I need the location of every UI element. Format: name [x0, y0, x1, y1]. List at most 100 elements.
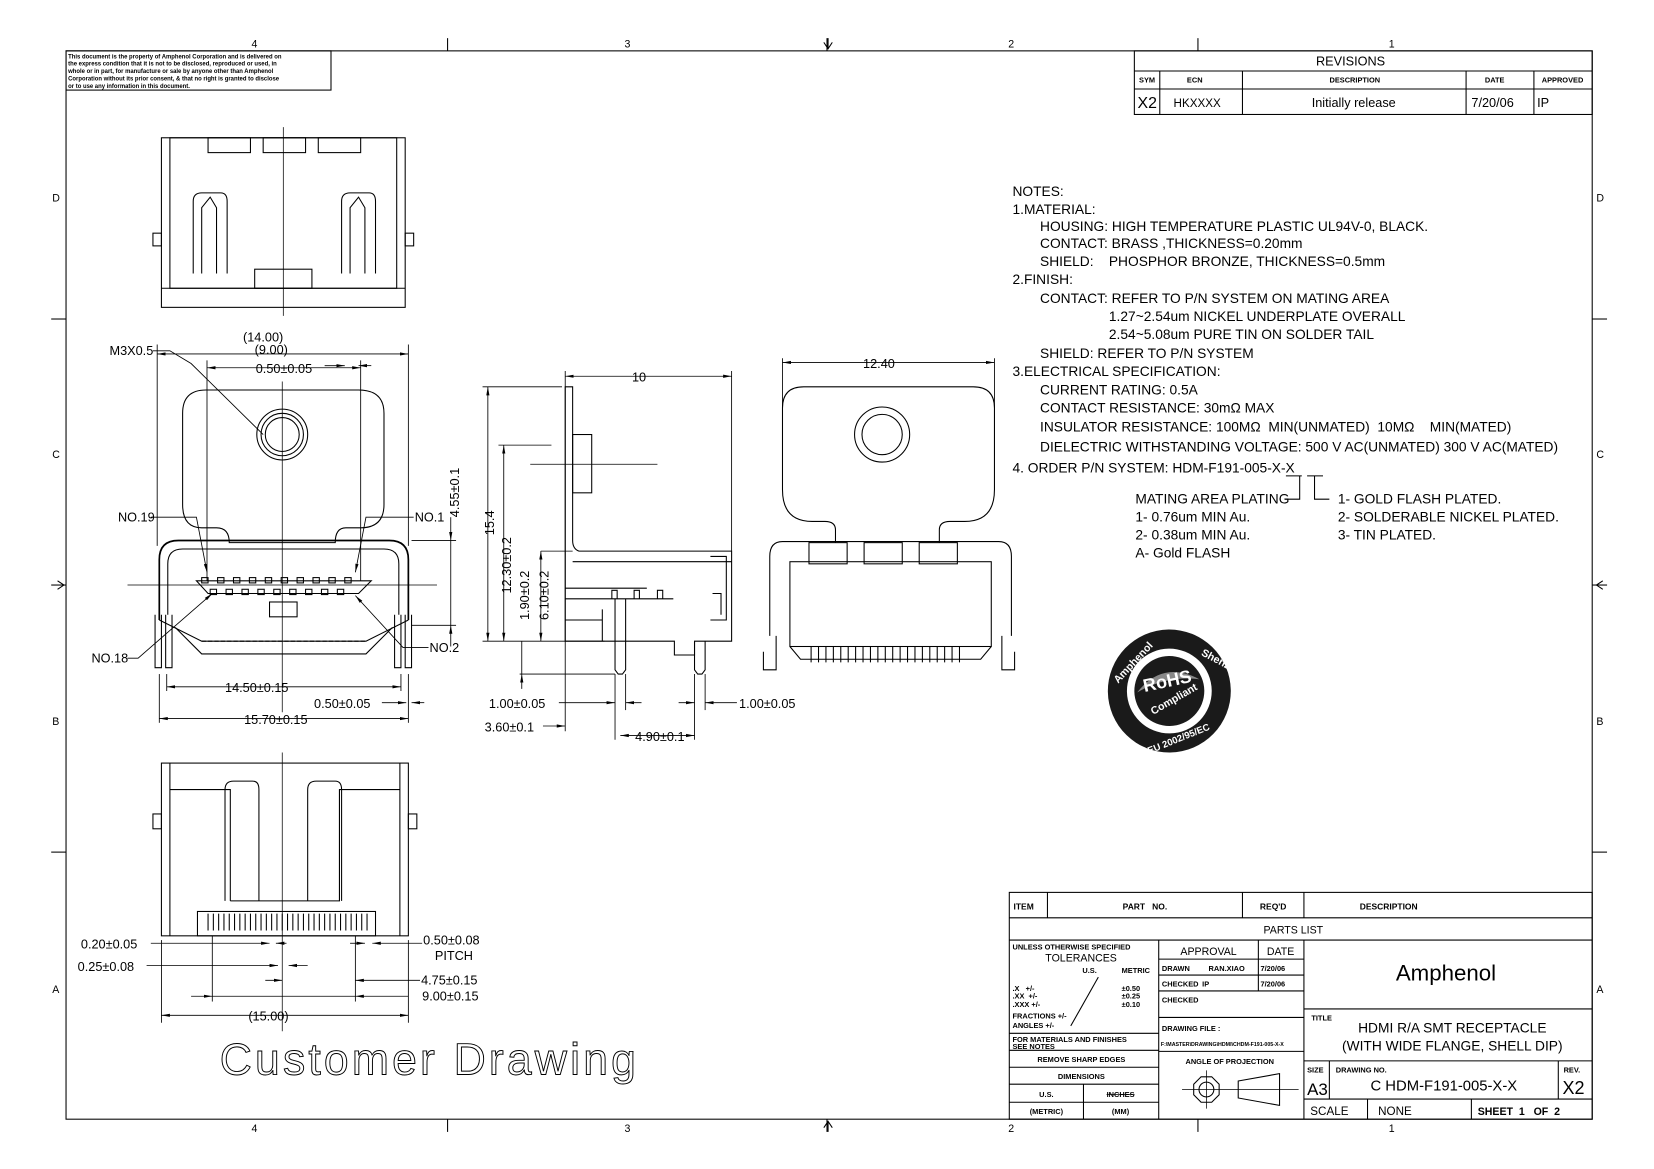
dim-label: 12.30±0.2: [499, 537, 514, 593]
checked-label: CHECKED: [1162, 996, 1199, 1005]
note-line: 2.FINISH:: [1012, 272, 1072, 287]
tolerance-value: ±0.50: [1122, 984, 1140, 993]
drawn-label: DRAWN: [1162, 964, 1190, 973]
center-arrow-icon: [1595, 580, 1608, 590]
drawing-no-label: DRAWING NO.: [1336, 1066, 1387, 1075]
callout-label: NO.18: [91, 650, 128, 665]
dim-label: 6.10±0.2: [536, 571, 551, 620]
revision: X2: [1563, 1078, 1585, 1098]
back-view-dims: 12.40: [782, 356, 995, 456]
note-line: 1.27~2.54um NICKEL UNDERPLATE OVERALL: [1109, 309, 1406, 324]
dim-label: 15.4: [482, 510, 497, 535]
units-inches: INCHES: [1107, 1090, 1135, 1099]
rohs-stamp: RoHS Compliant Amphenol Shenzhen EU 2002…: [1107, 629, 1249, 757]
size-label: SIZE: [1307, 1066, 1324, 1075]
dim-label: 9.00±0.15: [422, 988, 478, 1003]
grid-column-label: 1: [1389, 1123, 1395, 1135]
grid-column-label: 4: [252, 39, 258, 51]
dim-label: 0.50±0.08: [423, 932, 479, 947]
note-line: 4. ORDER P/N SYSTEM: HDM-F191-005-X-X: [1012, 461, 1294, 476]
disclaimer-line: the express condition that it is not to …: [68, 62, 277, 68]
revision-description: Initially release: [1312, 95, 1396, 110]
order-option: 1- 0.76um MIN Au.: [1135, 509, 1250, 524]
metric-label: METRIC: [1122, 966, 1151, 975]
note-line: HOUSING: HIGH TEMPERATURE PLASTIC UL94V-…: [1040, 219, 1428, 234]
disclaimer-line: This document is the property of Ampheno…: [68, 54, 282, 60]
note-line: NOTES:: [1012, 184, 1063, 199]
angle-projection-label: ANGLE OF PROJECTION: [1185, 1057, 1273, 1066]
grid-row-label: B: [1596, 716, 1603, 728]
front-view: [127, 381, 437, 713]
note-line: CONTACT: BRASS ,THICKNESS=0.20mm: [1040, 236, 1303, 251]
revision-ecn: HKXXXX: [1174, 97, 1221, 110]
tolerance-row: .X +/-: [1012, 984, 1035, 993]
note-line: CURRENT RATING: 0.5A: [1040, 382, 1199, 397]
grid-row-label: D: [1596, 192, 1604, 204]
revisions-header: SYM: [1139, 76, 1155, 85]
dim-label: (9.00): [255, 342, 288, 357]
order-option: 2- SOLDERABLE NICKEL PLATED.: [1338, 509, 1559, 524]
bottom-view-dims: (15.00) 9.00±0.15 4.75±0.15 0.20±0.05 0.…: [78, 932, 480, 1023]
checked-by: IP: [1202, 980, 1209, 989]
materials-note: FOR MATERIALS AND FINISHES: [1012, 1035, 1126, 1044]
bottom-view: [152, 752, 418, 1032]
tolerance-row: .XXX +/-: [1012, 1000, 1040, 1009]
approval-header: APPROVAL: [1180, 946, 1236, 958]
callout-label: M3X0.5: [109, 343, 153, 358]
note-line: 2.54~5.08um PURE TIN ON SOLDER TAIL: [1109, 327, 1374, 342]
parts-header: DESCRIPTION: [1360, 901, 1418, 911]
parts-header: PART NO.: [1123, 901, 1168, 911]
dim-label: PITCH: [435, 948, 473, 963]
dim-label: 12.40: [863, 356, 895, 371]
order-option: MATING AREA PLATING: [1135, 491, 1289, 506]
center-arrow-icon: [823, 38, 833, 50]
grid-row-label: C: [52, 449, 60, 461]
dimensions-label: DIMENSIONS: [1058, 1072, 1105, 1081]
company-name: Amphenol: [1396, 960, 1496, 985]
callout-label: NO.1: [415, 509, 445, 524]
dim-label: 1.00±0.05: [489, 696, 545, 711]
grid-column-label: 2: [1008, 39, 1014, 51]
disclaimer-line: Corporation without its prior consent, &…: [68, 77, 280, 83]
dim-label: 10: [632, 370, 646, 385]
revisions-header: DATE: [1485, 76, 1505, 85]
scale-value: NONE: [1378, 1105, 1412, 1118]
grid-column-label: 2: [1008, 1123, 1014, 1135]
grid-ticks: [51, 38, 1608, 1132]
revisions-title: REVISIONS: [1316, 54, 1385, 69]
center-arrow-icon: [53, 580, 65, 590]
sheet-size: A3: [1307, 1080, 1328, 1099]
dim-label: 14.50±0.15: [225, 680, 289, 695]
units-metric: (METRIC): [1030, 1107, 1064, 1116]
contact-pads: [201, 577, 352, 596]
note-line: 3.ELECTRICAL SPECIFICATION:: [1012, 364, 1220, 379]
units-mm: (MM): [1112, 1107, 1130, 1116]
parts-header: ITEM: [1014, 901, 1034, 911]
projection-symbol-icon: [1182, 1070, 1299, 1109]
disclaimer-line: or to use any information in this docume…: [68, 84, 190, 90]
dim-label: 4.90±0.1: [635, 729, 684, 744]
grid-labels: 4 3 2 1 4 3 2 1 D C B A D C B A: [52, 39, 1604, 1135]
contact-tails: [207, 913, 368, 931]
units-us: U.S.: [1039, 1090, 1053, 1099]
materials-note: SEE NOTES: [1012, 1042, 1054, 1051]
dim-label: 0.50±0.05: [314, 696, 370, 711]
drawn-date: 7/20/06: [1260, 964, 1285, 973]
dim-label: 3.60±0.1: [485, 719, 534, 734]
dim-label: 0.25±0.08: [78, 959, 134, 974]
grid-row-label: C: [1596, 449, 1604, 461]
dim-label: 0.50±0.05: [256, 361, 312, 376]
date-header: DATE: [1267, 946, 1294, 958]
rev-label: REV.: [1564, 1066, 1581, 1075]
disclaimer-box: [65, 50, 332, 91]
dim-label: 4.75±0.15: [421, 973, 477, 988]
dim-label: 0.20±0.05: [81, 937, 137, 952]
note-line: SHIELD: REFER TO P/N SYSTEM: [1040, 346, 1254, 361]
tolerance-value: ±0.10: [1122, 1000, 1140, 1009]
customer-drawing-watermark: Customer Drawing: [220, 1036, 639, 1085]
tolerance-row: .XX +/-: [1012, 991, 1037, 1000]
tolerance-row: FRACTIONS +/-: [1012, 1012, 1067, 1021]
drawing-file-path: F:\MASTER\DRAWING\HDMI\CHDM-F191-005-X-X: [1161, 1042, 1284, 1048]
grid-row-label: A: [1596, 984, 1604, 996]
